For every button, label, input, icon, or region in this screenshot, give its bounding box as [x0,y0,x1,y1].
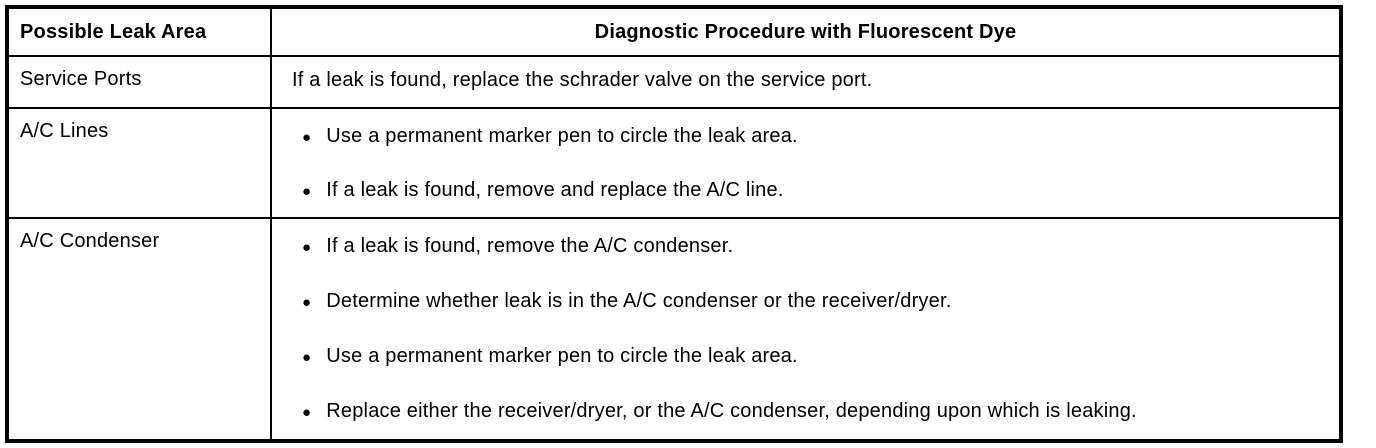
procedure-text: If a leak is found, replace the schrader… [292,69,873,91]
list-item: ● Use a permanent marker pen to circle t… [302,345,1339,368]
bullet-icon: ● [302,349,312,366]
list-item: ● Determine whether leak is in the A/C c… [302,290,1339,313]
procedure-cell-ac-lines: ● Use a permanent marker pen to circle t… [272,109,1339,219]
column-header-diagnostic-procedure: Diagnostic Procedure with Fluorescent Dy… [272,9,1339,57]
bullet-icon: ● [302,404,312,421]
diagnostic-table: Possible Leak Area Diagnostic Procedure … [5,5,1343,443]
procedure-text: Replace either the receiver/dryer, or th… [326,400,1137,422]
list-item: ● If a leak is found, remove the A/C con… [302,235,1339,258]
list-item: ● Replace either the receiver/dryer, or … [302,400,1339,423]
leak-area-cell-ac-condenser: A/C Condenser [9,219,272,439]
bullet-icon: ● [302,128,312,146]
procedure-bullet-list: ● If a leak is found, remove the A/C con… [272,219,1339,439]
bullet-icon: ● [302,239,312,256]
procedure-cell-ac-condenser: ● If a leak is found, remove the A/C con… [272,219,1339,439]
column-header-possible-leak-area: Possible Leak Area [9,9,272,57]
leak-area-cell-ac-lines: A/C Lines [9,109,272,219]
procedure-text: Determine whether leak is in the A/C con… [326,290,952,312]
procedure-text: If a leak is found, remove and replace t… [326,178,784,201]
bullet-icon: ● [302,294,312,311]
list-item: ● If a leak is found, remove and replace… [302,179,1339,202]
procedure-text: If a leak is found, remove the A/C conde… [326,235,734,257]
list-item: ● Use a permanent marker pen to circle t… [302,125,1339,148]
leak-area-cell-service-ports: Service Ports [9,57,272,109]
procedure-cell-service-ports: If a leak is found, replace the schrader… [272,57,1339,109]
bullet-icon: ● [302,182,312,200]
procedure-text: Use a permanent marker pen to circle the… [326,345,798,367]
procedure-bullet-list: ● Use a permanent marker pen to circle t… [272,109,1339,217]
procedure-text: Use a permanent marker pen to circle the… [326,124,798,147]
